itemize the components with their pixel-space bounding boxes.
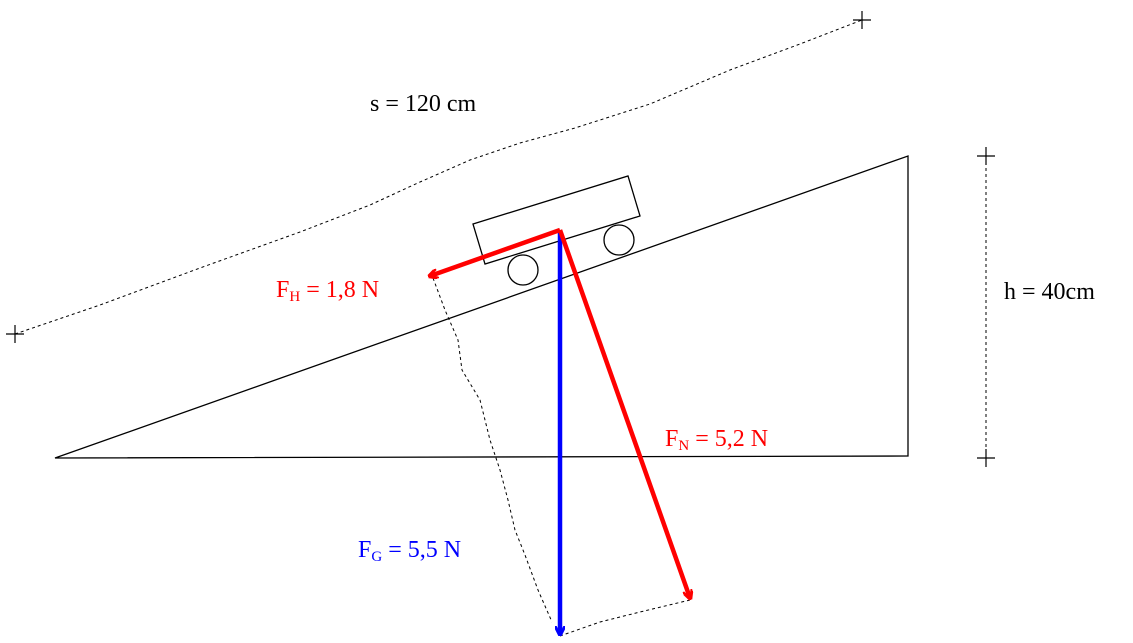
gravity-force-subscript: G (371, 549, 382, 565)
distance-indicator (6, 11, 871, 343)
cart-wheel-front (603, 224, 635, 256)
normal-force-arrow (557, 229, 690, 598)
downhill-force-arrow (430, 227, 561, 276)
cart (472, 175, 641, 286)
construction-line-left (432, 277, 553, 623)
height-bottom-mark (977, 449, 995, 467)
downhill-force-label: FH = 1,8 N (276, 277, 379, 305)
normal-force-label: FN = 5,2 N (665, 426, 768, 454)
cart-wheel-rear (507, 254, 539, 286)
height-label: h = 40cm (1004, 279, 1095, 305)
inclined-plane (54, 155, 909, 459)
gravity-force-label: FG = 5,5 N (358, 537, 461, 565)
cart-body (472, 175, 641, 265)
gravity-force-symbol: F (358, 537, 371, 563)
construction-line-bottom (559, 599, 691, 637)
gravity-force-value: = 5,5 N (382, 537, 461, 563)
distance-end-mark (853, 11, 871, 29)
height-indicator (977, 147, 995, 467)
downhill-force-value: = 1,8 N (300, 277, 379, 303)
distance-line (14, 19, 863, 335)
normal-force-value: = 5,2 N (689, 426, 768, 452)
distance-label: s = 120 cm (370, 91, 477, 117)
downhill-force-subscript: H (289, 289, 300, 305)
distance-start-mark (6, 325, 24, 343)
normal-force-subscript: N (678, 438, 689, 454)
downhill-force-symbol: F (276, 277, 289, 303)
normal-force-symbol: F (665, 426, 678, 452)
height-top-mark (977, 147, 995, 165)
